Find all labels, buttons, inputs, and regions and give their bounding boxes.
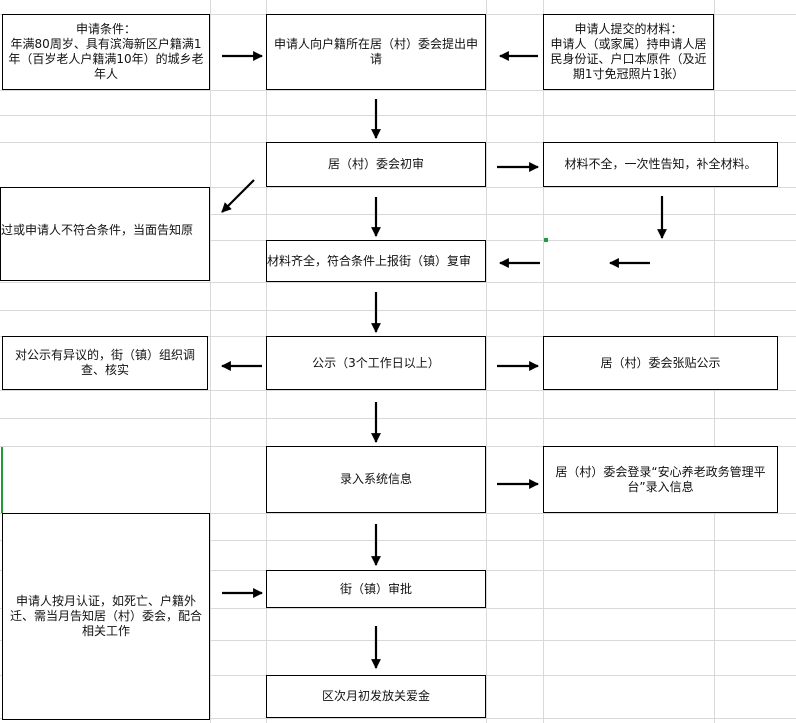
grid-row-line — [0, 418, 796, 419]
payout-text: 区次月初发放关爱金 — [321, 689, 430, 703]
system-entry-box: 录入系统信息 — [266, 446, 486, 513]
objection-text: 对公示有异议的，街（镇）组织调查、核实 — [14, 348, 195, 377]
grid-row-line — [0, 282, 796, 283]
grid-row-line — [0, 390, 796, 391]
grid-column-line — [486, 0, 487, 723]
incomplete-text: 材料不全，一次性告知，补全材料。 — [564, 157, 757, 171]
payout-box: 区次月初发放关爱金 — [266, 675, 486, 718]
grid-row-line — [0, 640, 796, 641]
grid-row-line — [0, 608, 796, 609]
platform-login-text: 居（村）委会登录“安心养老政务管理平台”录入信息 — [555, 464, 766, 494]
grid-row-line — [0, 187, 796, 188]
condition-text: 申请条件： 年满80周岁、具有滨海新区户籍满1年（百岁老人户籍满10年）的城乡老… — [8, 22, 204, 81]
reject-notice-text: 过或申请人不符合条件，当面告知原 — [1, 223, 194, 237]
reject-notice-box: 过或申请人不符合条件，当面告知原 — [0, 187, 210, 281]
arrow-prelim-to-reject — [221, 179, 255, 213]
report-review-text: 材料齐全，符合条件上报街（镇）复审 — [267, 253, 472, 268]
approval-box: 街（镇）审批 — [266, 570, 486, 608]
post-notice-box: 居（村）委会张贴公示 — [543, 336, 778, 390]
prelim-review-text: 居（村）委会初审 — [327, 157, 424, 171]
grid-row-line — [0, 718, 796, 719]
publicity-text: 公示（3个工作日以上） — [312, 355, 440, 370]
system-entry-text: 录入系统信息 — [339, 472, 412, 486]
apply-box: 申请人向户籍所在居（村）委会提出申请 — [266, 14, 486, 90]
selection-marker — [1, 447, 3, 513]
grid-row-line — [0, 115, 796, 116]
monthly-verify-text: 申请人按月认证，如死亡、户籍外迁、需当月告知居（村）委会，配合相关工作 — [9, 594, 202, 638]
grid-row-line — [0, 90, 796, 91]
grid-row-line — [0, 513, 796, 514]
approval-text: 街（镇）审批 — [339, 581, 412, 596]
grid-row-line — [0, 540, 796, 541]
grid-column-line — [210, 0, 211, 723]
objection-box: 对公示有异议的，街（镇）组织调查、核实 — [2, 336, 208, 390]
platform-login-box: 居（村）委会登录“安心养老政务管理平台”录入信息 — [543, 446, 778, 513]
monthly-verify-box: 申请人按月认证，如死亡、户籍外迁、需当月告知居（村）委会，配合相关工作 — [2, 513, 210, 720]
apply-text: 申请人向户籍所在居（村）委会提出申请 — [273, 37, 478, 66]
materials-text: 申请人提交的材料： 申请人（或家属）持申请人居民身份证、户口本原件（及近期1寸免… — [550, 22, 707, 81]
report-review-box: 材料齐全，符合条件上报街（镇）复审 — [266, 240, 486, 282]
post-notice-text: 居（村）委会张贴公示 — [600, 355, 721, 370]
prelim-review-box: 居（村）委会初审 — [266, 142, 486, 187]
grid-row-line — [0, 214, 796, 215]
grid-row-line — [0, 310, 796, 311]
publicity-box: 公示（3个工作日以上） — [266, 336, 486, 390]
condition-box: 申请条件： 年满80周岁、具有滨海新区户籍满1年（百岁老人户籍满10年）的城乡老… — [2, 14, 210, 90]
materials-box: 申请人提交的材料： 申请人（或家属）持申请人居民身份证、户口本原件（及近期1寸免… — [543, 14, 714, 90]
selection-marker — [544, 238, 548, 242]
incomplete-box: 材料不全，一次性告知，补全材料。 — [543, 142, 778, 187]
